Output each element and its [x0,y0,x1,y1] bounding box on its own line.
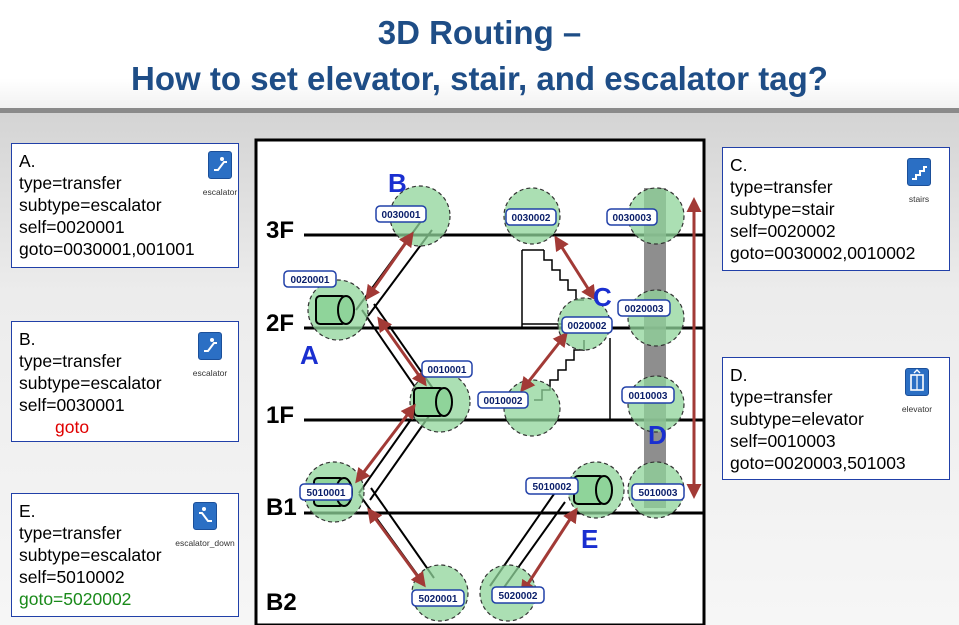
box-a-line: goto=0030001,001001 [19,239,195,259]
box-e-line: E. [19,501,36,521]
escalator-down-icon: escalator_down [172,502,238,554]
box-a-line: A. [19,151,36,171]
letter-a: A [300,340,319,370]
node-label-0020002: 0020002 [568,321,607,332]
box-b-line: self=0030001 [19,395,125,415]
box-c-line: subtype=stair [730,199,835,219]
elevator-icon: elevator [891,368,943,420]
tag-box-a: A. type=transfer subtype=escalator self=… [11,143,239,268]
arrow-a-to-1f [377,316,427,387]
box-e-line: subtype=escalator [19,545,162,565]
box-b-line: B. [19,329,36,349]
escalator-icon: escalator [190,332,230,384]
elevator-icon-caption: elevator [901,404,933,414]
node-label-0010003: 0010003 [629,391,668,402]
box-b-line: type=transfer [19,351,122,371]
node-label-5020001: 5020001 [419,594,458,605]
letter-d: D [648,420,667,450]
letter-c: C [593,282,612,312]
box-c-line: self=0020002 [730,221,836,241]
node-label-5010001: 5010001 [307,488,346,499]
escalator-down-icon-caption: escalator_down [175,538,235,548]
node-circle-0020003 [627,289,685,347]
box-a-line: self=0020001 [19,217,125,237]
tag-box-b: B. type=transfer subtype=escalator self=… [11,321,239,442]
floor-label-1f: 1F [266,402,294,429]
node-label-5010002: 5010002 [533,482,572,493]
node-label-0030003: 0030003 [613,213,652,224]
node-label-0020003: 0020003 [625,304,664,315]
tag-box-e: E. type=transfer subtype=escalator self=… [11,493,239,617]
box-a-line: type=transfer [19,173,122,193]
box-e-goto: goto=5020002 [19,589,132,609]
box-d-line: type=transfer [730,387,833,407]
node-labels: 0030001 0030002 0030003 0020001 0020002 … [283,205,685,607]
node-label-5010003: 5010003 [639,488,678,499]
stairs-icon: stairs [899,158,939,210]
arrow-b1-to-b2 [367,507,426,588]
arrow-a-to-b [365,231,414,301]
title-bar: 3D Routing – How to set elevator, stair,… [0,0,959,112]
page-title-line1: 3D Routing – [377,14,582,51]
box-d-line: self=0010003 [730,431,836,451]
box-b-line: subtype=escalator [19,373,162,393]
tag-box-c: C. type=transfer subtype=stair self=0020… [722,147,950,271]
floor-label-b2: B2 [266,589,297,616]
node-label-5020002: 5020002 [499,591,538,602]
arrow-e [520,507,578,596]
title-divider [0,108,959,113]
escalator-icon-caption: escalator [202,187,238,197]
box-d-line: D. [730,365,748,385]
box-c-line: type=transfer [730,177,833,197]
page-title-line2: How to set elevator, stair, and escalato… [131,60,828,97]
node-label-0020001: 0020001 [291,275,330,286]
floor-label-3f: 3F [266,217,294,244]
route-arrows [355,197,702,596]
stairs-icon-caption: stairs [908,194,930,204]
box-c-line: goto=0030002,0010002 [730,243,916,263]
node-label-0030002: 0030002 [512,213,551,224]
arrow-b1-to-1f [355,403,416,484]
box-d-line: goto=0020003,501003 [730,453,906,473]
box-e-line: self=5010002 [19,567,125,587]
routing-diagram: 3F 2F 1F B1 B2 [254,138,706,625]
box-e-line: type=transfer [19,523,122,543]
node-label-0010001: 0010001 [428,365,467,376]
escalator-icon-caption: escalator [192,368,228,378]
letter-e: E [581,524,598,554]
box-d-line: subtype=elevator [730,409,864,429]
arrow-c-up [554,235,596,301]
floor-label-b1: B1 [266,494,297,521]
node-label-0010002: 0010002 [484,396,523,407]
floor-label-2f: 2F [266,310,294,337]
section-letters: B A C D E [300,168,667,554]
box-a-line: subtype=escalator [19,195,162,215]
letter-b: B [388,168,407,198]
escalator-icon: escalator [200,151,240,203]
node-label-0030001: 0030001 [382,210,421,221]
arrow-c-down [520,331,568,393]
box-c-line: C. [730,155,748,175]
box-b-goto: goto [55,417,90,437]
tag-box-d: D. type=transfer subtype=elevator self=0… [722,357,950,480]
